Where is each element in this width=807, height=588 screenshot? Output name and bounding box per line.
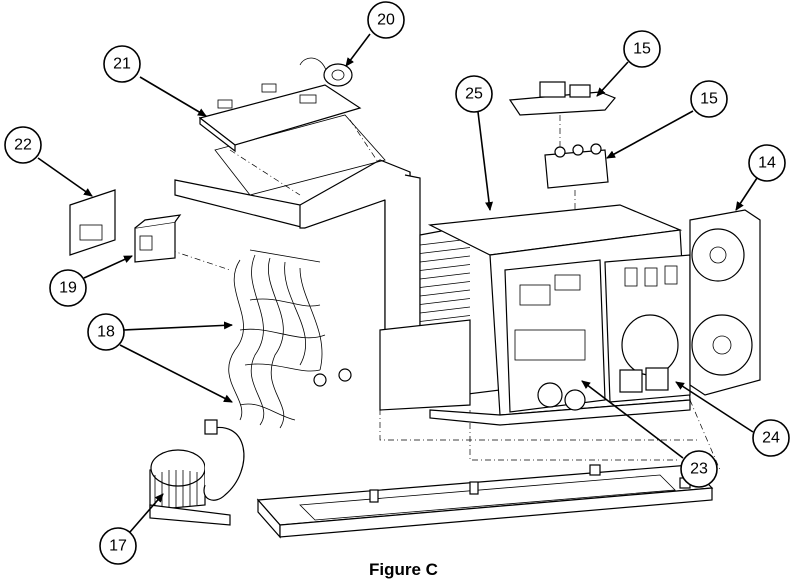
callout-label: 25 (465, 86, 483, 103)
callout-leader-arrow (477, 111, 493, 211)
callout-leader-arrow (83, 255, 133, 279)
part-15-lower (544, 143, 609, 189)
callout-20: 20 (345, 1, 405, 67)
callout-leader-arrow (606, 110, 694, 159)
part-19 (134, 214, 182, 263)
heatsink-fin (419, 272, 471, 280)
callout-label: 14 (758, 155, 776, 172)
heatsink-fin (419, 289, 471, 297)
callout-bubble (87, 313, 125, 351)
callout-bubble (690, 80, 728, 118)
heatsink-fin (419, 281, 471, 288)
callout-label: 22 (14, 137, 32, 154)
callout-bubble (367, 1, 405, 39)
wire-harness-18 (228, 249, 352, 429)
heatsink-fin (419, 247, 471, 254)
callout-leader-arrow (581, 380, 684, 459)
callout-bubble (99, 527, 137, 565)
callout-label: 17 (109, 538, 127, 555)
callout-23: 23 (581, 380, 718, 488)
display-board-21 (198, 83, 362, 153)
power-board-24 (604, 254, 691, 403)
callout-15: 15 (596, 30, 661, 97)
callout-24: 24 (675, 381, 790, 457)
callout-19: 19 (49, 255, 133, 307)
heatsink-fin (419, 255, 471, 263)
callout-leader-arrow (119, 344, 233, 403)
heatsink-fin (419, 306, 471, 314)
callout-bubble (4, 126, 42, 164)
callout-bubble (623, 30, 661, 68)
heatsink-fin (419, 264, 471, 271)
callout-label: 15 (700, 91, 718, 108)
callout-21: 21 (103, 45, 207, 117)
control-board-23 (504, 259, 606, 413)
callout-leader-arrow (139, 76, 207, 117)
part-22 (69, 189, 116, 256)
callout-25: 25 (455, 75, 493, 211)
callout-22: 22 (4, 126, 93, 197)
callout-15: 15 (606, 80, 728, 159)
inductor-17 (149, 419, 245, 526)
callout-label: 20 (377, 12, 395, 29)
callout-18: 18 (87, 313, 233, 403)
base-plate (256, 464, 714, 539)
callout-bubble (455, 75, 493, 113)
callout-label: 15 (633, 41, 651, 58)
callout-bubble (103, 45, 141, 83)
part-15-upper (508, 81, 616, 116)
callout-leader-arrow (37, 157, 93, 197)
callout-leader-arrow (735, 177, 758, 211)
callout-label: 21 (113, 56, 131, 73)
callout-14: 14 (735, 144, 786, 211)
callout-leader-arrow (675, 381, 754, 433)
fan-assembly-14 (689, 209, 761, 396)
callout-17: 17 (99, 493, 164, 565)
callout-leader-arrow (596, 61, 629, 97)
callout-label: 23 (690, 461, 708, 478)
callouts: 20 21 22 19 25 15 15 14 18 24 23 17 (4, 1, 790, 565)
callout-bubble (748, 144, 786, 182)
figure-caption: Figure C (369, 560, 438, 579)
callout-bubble (680, 450, 718, 488)
callout-leader-arrow (123, 321, 233, 331)
callout-label: 24 (762, 430, 780, 447)
callout-label: 18 (97, 324, 115, 341)
callout-leader-arrow (129, 493, 164, 533)
heatsink (379, 219, 501, 411)
callout-leader-arrow (345, 33, 371, 67)
heatsink-fin (419, 298, 471, 305)
callout-bubble (752, 419, 790, 457)
callout-label: 19 (59, 280, 77, 297)
part-20 (299, 57, 353, 87)
heatsink-fin (419, 315, 471, 322)
callout-bubble (49, 269, 87, 307)
chassis-frame (174, 114, 421, 331)
